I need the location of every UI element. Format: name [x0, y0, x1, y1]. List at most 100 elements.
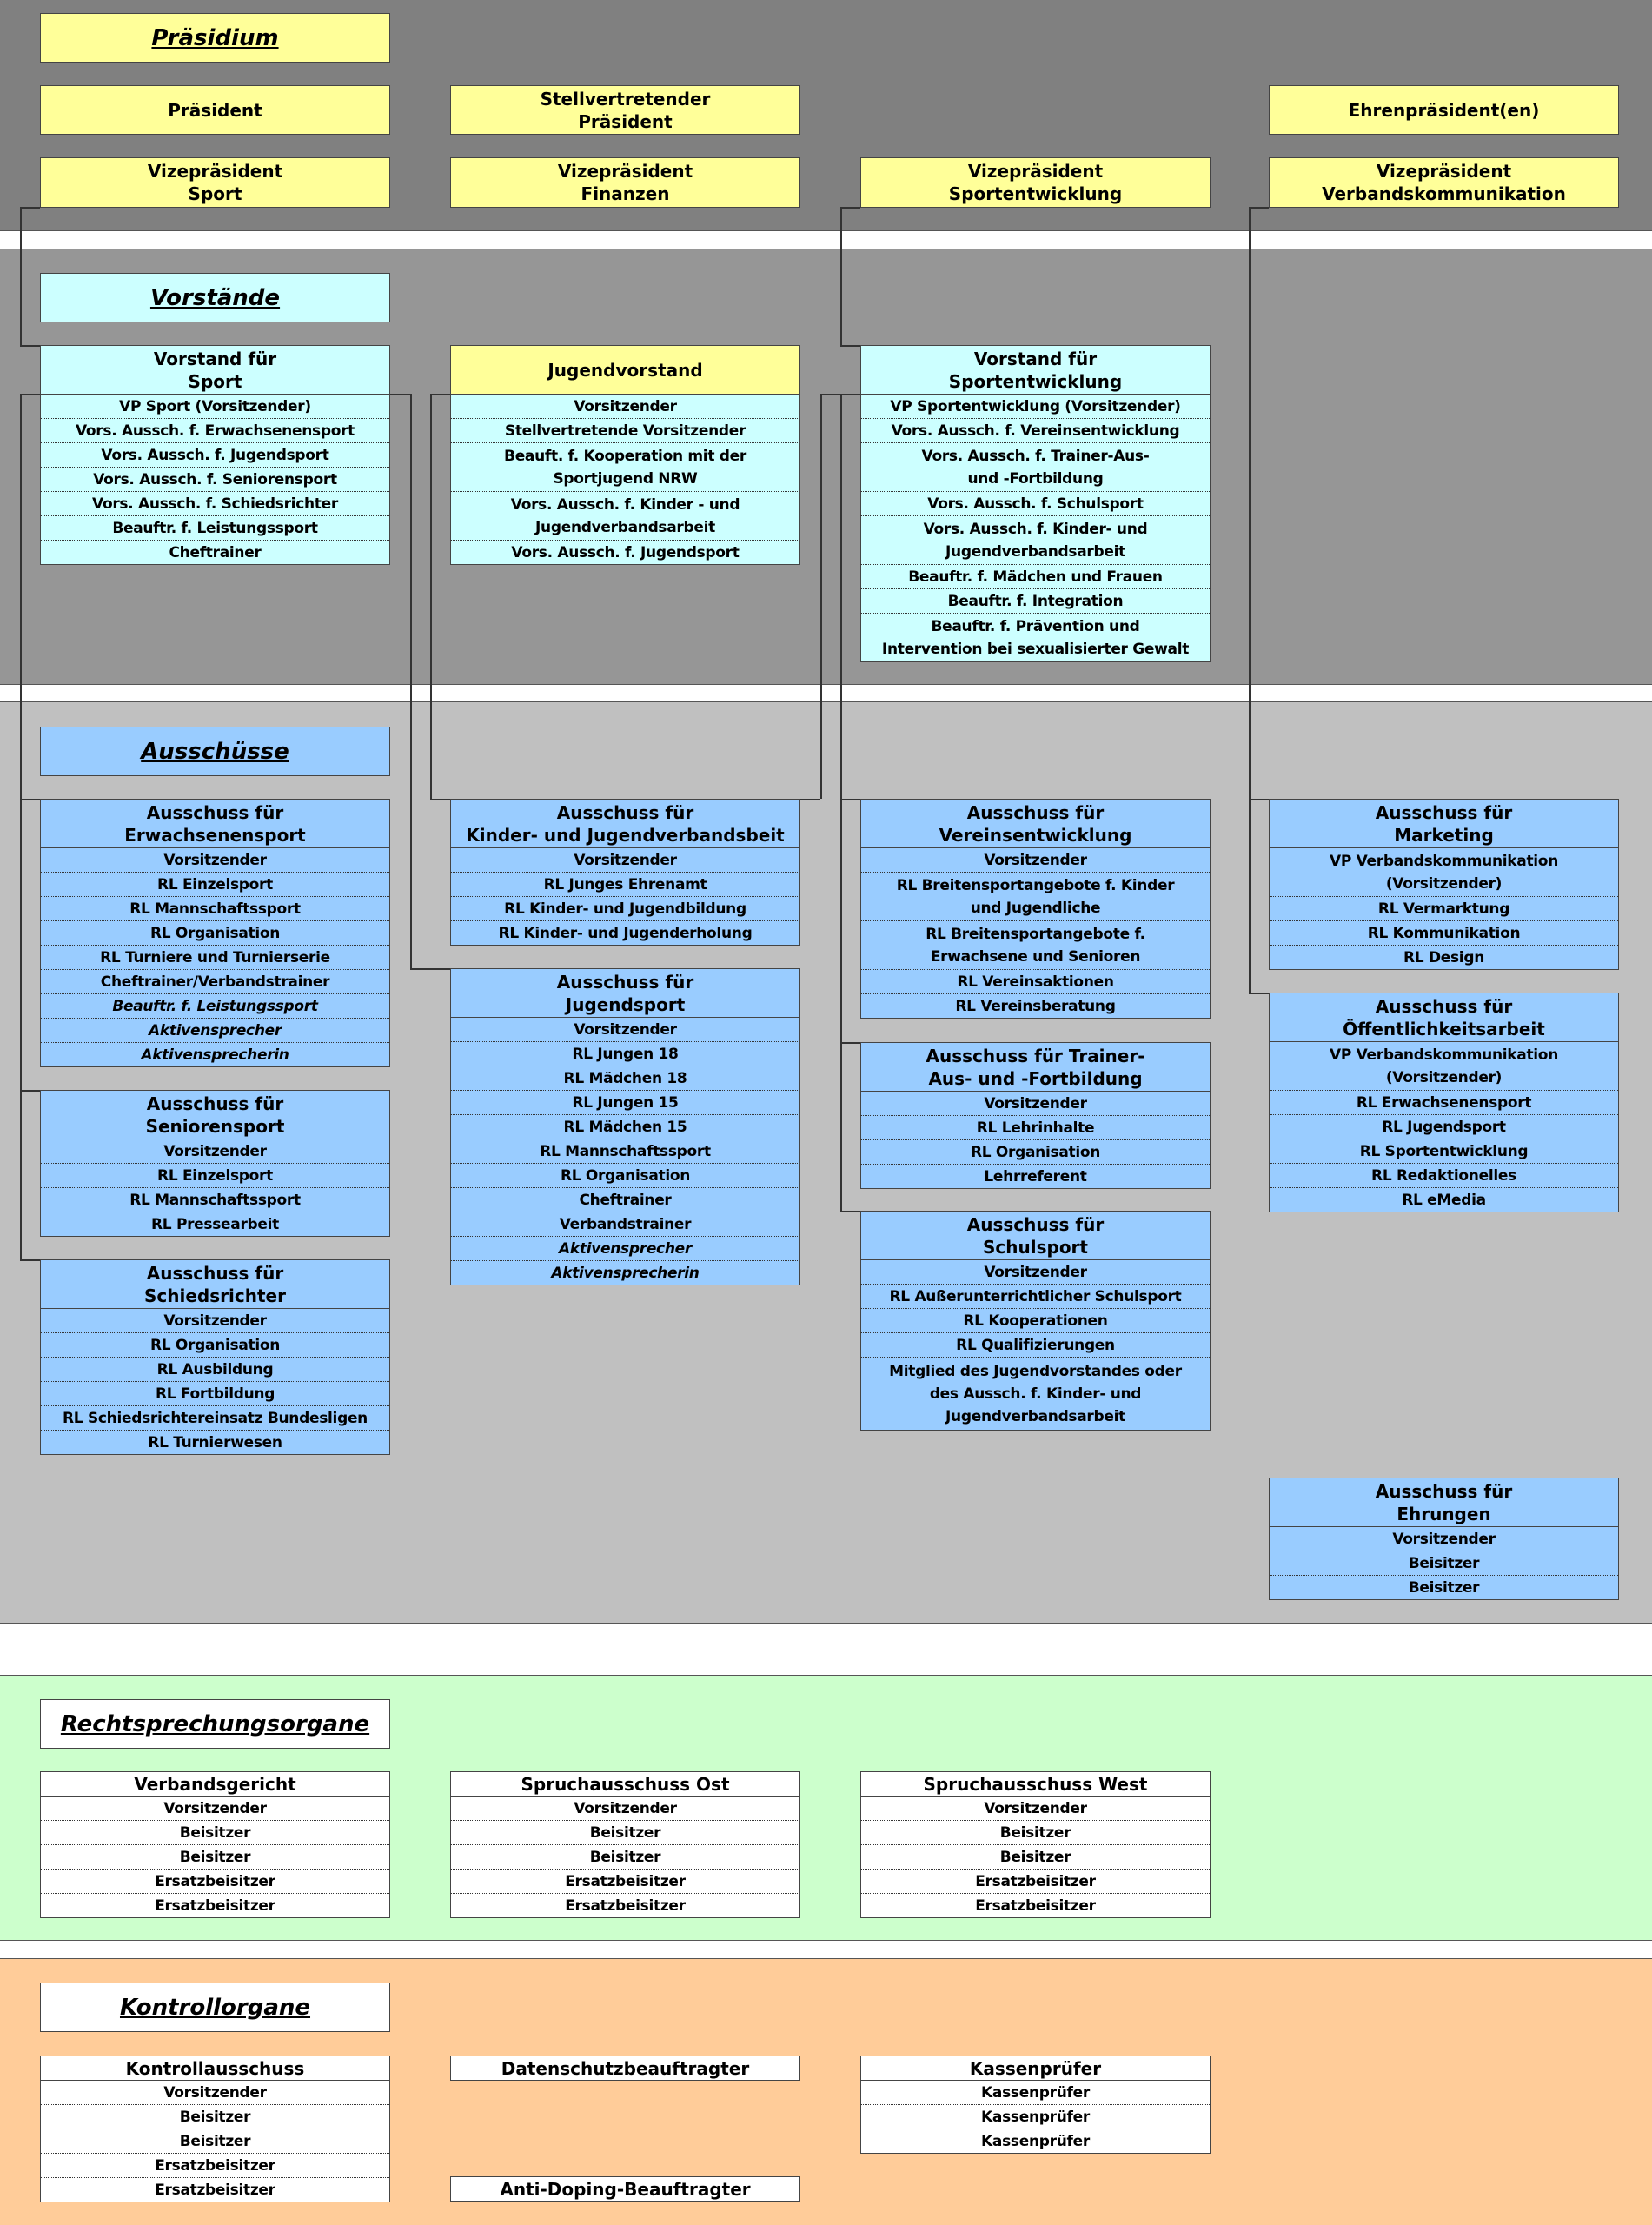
box-title: Vorstand für Sport: [41, 346, 389, 394]
position-row: Vorsitzender: [861, 1091, 1210, 1115]
position-row: Aktivensprecher: [451, 1236, 799, 1260]
position-row: Vors. Aussch. f. Jugendsport: [451, 540, 799, 564]
position-row: RL Lehrinhalte: [861, 1115, 1210, 1139]
org-box-ehren: Ehrenpräsident(en): [1269, 85, 1619, 135]
position-row: Kassenprüfer: [861, 2104, 1210, 2129]
position-row: Kassenprüfer: [861, 2080, 1210, 2104]
connector-line: [840, 207, 842, 345]
position-row: Beisitzer: [41, 2129, 389, 2153]
position-row: Cheftrainer: [41, 540, 389, 564]
box-title: Vizepräsident Finanzen: [451, 158, 799, 207]
position-row: Vors. Aussch. f. Kinder- und Jugendverba…: [861, 515, 1210, 564]
box-title: Ausschuss für Seniorensport: [41, 1091, 389, 1139]
box-title: Datenschutzbeauftragter: [451, 2056, 799, 2080]
position-row: RL Junges Ehrenamt: [451, 872, 799, 896]
box-title: Vizepräsident Verbandskommunikation: [1270, 158, 1618, 207]
org-box-vp_sport: Vizepräsident Sport: [40, 157, 390, 208]
connector-line: [840, 1211, 860, 1212]
position-row: Beisitzer: [451, 1820, 799, 1844]
position-row: Vors. Aussch. f. Kinder - und Jugendverb…: [451, 491, 799, 540]
box-title: Ausschuss für Kinder- und Jugendverbands…: [451, 800, 799, 847]
position-row: Vors. Aussch. f. Schulsport: [861, 491, 1210, 515]
box-title: Kontrollausschuss: [41, 2056, 389, 2080]
position-row: Beauftr. f. Leistungssport: [41, 515, 389, 540]
section-title: Vorstände: [41, 274, 389, 322]
position-row: RL Mannschaftssport: [41, 896, 389, 920]
position-row: RL Mädchen 15: [451, 1114, 799, 1139]
position-row: RL Vermarktung: [1270, 896, 1618, 920]
org-box-vp_vk: Vizepräsident Verbandskommunikation: [1269, 157, 1619, 208]
position-row: RL Qualifizierungen: [861, 1332, 1210, 1357]
box-title: Ausschuss für Vereinsentwicklung: [861, 800, 1210, 847]
position-row: RL Turnierwesen: [41, 1430, 389, 1454]
connector-line: [430, 394, 432, 799]
org-box-a_tra: Ausschuss für Trainer- Aus- und -Fortbil…: [860, 1042, 1211, 1189]
position-row: Vorsitzender: [861, 1796, 1210, 1820]
position-row: Vorsitzender: [451, 1017, 799, 1041]
section-title: Präsidium: [41, 14, 389, 62]
box-title: Ausschuss für Schulsport: [861, 1212, 1210, 1259]
position-row: RL Jugendsport: [1270, 1114, 1618, 1139]
position-row: Vorsitzender: [861, 847, 1210, 872]
position-row: Beisitzer: [451, 1844, 799, 1869]
org-box-k_ad: Anti-Doping-Beauftragter: [450, 2176, 800, 2202]
position-row: Stellvertretende Vorsitzender: [451, 418, 799, 442]
box-title: Vizepräsident Sport: [41, 158, 389, 207]
position-row: RL Fortbildung: [41, 1381, 389, 1405]
position-row: Vorsitzender: [41, 847, 389, 872]
position-row: Aktivensprecherin: [41, 1042, 389, 1066]
section-title: Kontrollorgane: [41, 1983, 389, 2031]
position-row: Ersatzbeisitzer: [451, 1893, 799, 1917]
connector-line: [430, 394, 450, 395]
position-row: VP Sport (Vorsitzender): [41, 394, 389, 418]
position-row: Vorsitzender: [861, 1259, 1210, 1284]
connector-line: [20, 207, 22, 345]
position-row: Ersatzbeisitzer: [451, 1869, 799, 1893]
connector-line: [410, 968, 450, 970]
position-row: Vorsitzender: [451, 847, 799, 872]
connector-line: [820, 394, 822, 799]
box-title: Verbandsgericht: [41, 1772, 389, 1796]
position-row: Beisitzer: [861, 1844, 1210, 1869]
section-title: Ausschüsse: [41, 727, 389, 775]
connector-line: [1249, 993, 1269, 994]
box-title: Ausschuss für Ehrungen: [1270, 1478, 1618, 1526]
position-row: RL Kinder- und Jugendbildung: [451, 896, 799, 920]
position-row: Verbandstrainer: [451, 1212, 799, 1236]
connector-line: [20, 1259, 40, 1261]
box-title: Vorstand für Sportentwicklung: [861, 346, 1210, 394]
position-row: RL Breitensportangebote f. Kinder und Ju…: [861, 872, 1210, 920]
org-box-a_kij: Ausschuss für Kinder- und Jugendverbands…: [450, 799, 800, 946]
position-row: RL Vereinsaktionen: [861, 969, 1210, 993]
position-row: Vors. Aussch. f. Seniorensport: [41, 467, 389, 491]
position-row: RL Sportentwicklung: [1270, 1139, 1618, 1163]
box-title: Ausschuss für Öffentlichkeitsarbeit: [1270, 993, 1618, 1041]
position-row: Kassenprüfer: [861, 2129, 1210, 2153]
connector-line: [20, 345, 40, 347]
position-row: Cheftrainer/Verbandstrainer: [41, 969, 389, 993]
section-header-h_aus: Ausschüsse: [40, 727, 390, 776]
connector-line: [410, 394, 412, 968]
position-row: RL Breitensportangebote f. Erwachsene un…: [861, 920, 1210, 969]
connector-line: [840, 207, 860, 209]
box-title: Ausschuss für Schiedsrichter: [41, 1260, 389, 1308]
position-row: RL Kommunikation: [1270, 920, 1618, 945]
position-row: Vorsitzender: [41, 1139, 389, 1163]
position-row: RL Ausbildung: [41, 1357, 389, 1381]
position-row: Vorsitzender: [451, 394, 799, 418]
org-box-praesident: Präsident: [40, 85, 390, 135]
box-title: Kassenprüfer: [861, 2056, 1210, 2080]
position-row: RL Schiedsrichtereinsatz Bundesligen: [41, 1405, 389, 1430]
position-row: RL Mädchen 18: [451, 1066, 799, 1090]
position-row: VP Sportentwicklung (Vorsitzender): [861, 394, 1210, 418]
position-row: Vorsitzender: [41, 2080, 389, 2104]
box-title: Jugendvorstand: [451, 346, 799, 394]
position-row: RL Organisation: [41, 920, 389, 945]
position-row: RL Organisation: [861, 1139, 1210, 1164]
